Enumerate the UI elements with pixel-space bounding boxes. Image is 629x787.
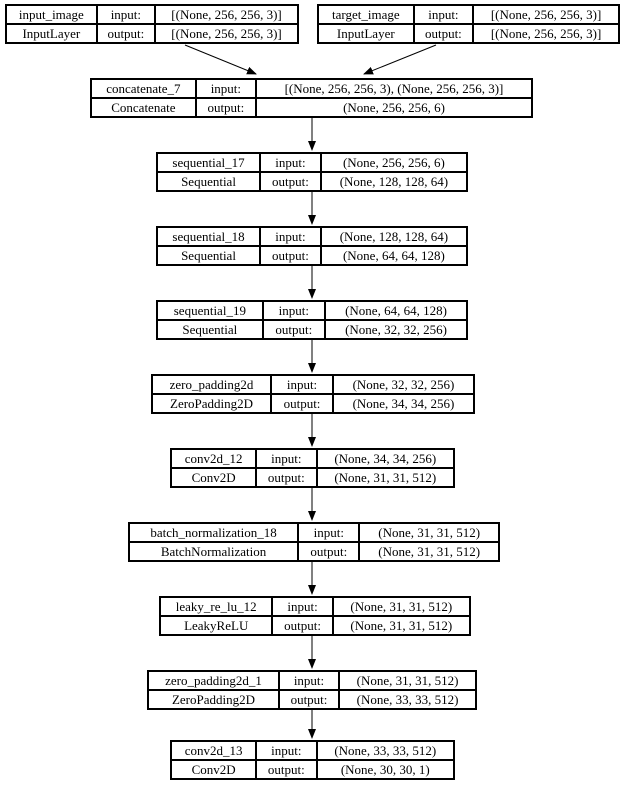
input-shape: (None, 256, 256, 6)	[320, 153, 467, 172]
layer-type: InputLayer	[6, 24, 97, 43]
input-shape: (None, 33, 33, 512)	[316, 741, 454, 760]
input-label: input:	[271, 375, 333, 394]
input-shape: (None, 34, 34, 256)	[316, 449, 454, 468]
output-shape: (None, 31, 31, 512)	[359, 542, 499, 561]
input-label: input:	[278, 671, 340, 690]
layer-type: InputLayer	[318, 24, 414, 43]
input-label: input:	[272, 597, 333, 616]
output-shape: (None, 32, 32, 256)	[325, 320, 467, 339]
layer-name: target_image	[318, 5, 414, 24]
edge-target-image-to-concatenate-7	[363, 44, 437, 75]
output-shape: (None, 31, 31, 512)	[316, 468, 454, 487]
layer-type: Sequential	[157, 320, 263, 339]
input-shape: (None, 31, 31, 512)	[339, 671, 476, 690]
output-label: output:	[260, 246, 321, 265]
layer-name: zero_padding2d_1	[148, 671, 279, 690]
output-shape: (None, 128, 128, 64)	[320, 172, 467, 191]
output-shape: (None, 34, 34, 256)	[332, 394, 474, 413]
layer-name: sequential_18	[157, 227, 261, 246]
input-shape: (None, 64, 64, 128)	[325, 301, 467, 320]
output-shape: (None, 31, 31, 512)	[332, 616, 470, 635]
input-label: input:	[260, 153, 321, 172]
layer-name: leaky_re_lu_12	[160, 597, 273, 616]
input-label: input:	[260, 227, 321, 246]
input-shape: [(None, 256, 256, 3)]	[473, 5, 619, 24]
layer-type: Sequential	[157, 246, 261, 265]
output-shape: (None, 33, 33, 512)	[339, 690, 476, 709]
input-shape: (None, 128, 128, 64)	[320, 227, 467, 246]
layer-type: LeakyReLU	[160, 616, 273, 635]
layer-name: batch_normalization_18	[129, 523, 299, 542]
layer-name: concatenate_7	[91, 79, 196, 98]
output-label: output:	[272, 616, 333, 635]
input-label: input:	[256, 741, 317, 760]
input-label: input:	[413, 5, 474, 24]
layer-type: Concatenate	[91, 98, 196, 117]
input-label: input:	[195, 79, 256, 98]
input-shape: [(None, 256, 256, 3), (None, 256, 256, 3…	[256, 79, 532, 98]
input-label: input:	[298, 523, 360, 542]
input-shape: [(None, 256, 256, 3)]	[155, 5, 298, 24]
layer-name: sequential_17	[157, 153, 261, 172]
input-label: input:	[256, 449, 317, 468]
layer-type: BatchNormalization	[129, 542, 299, 561]
output-label: output:	[271, 394, 333, 413]
output-shape: (None, 256, 256, 6)	[256, 98, 532, 117]
output-label: output:	[262, 320, 325, 339]
output-label: output:	[260, 172, 321, 191]
output-label: output:	[256, 468, 317, 487]
input-shape: (None, 31, 31, 512)	[332, 597, 470, 616]
output-label: output:	[195, 98, 256, 117]
layer-name: conv2d_12	[171, 449, 257, 468]
layer-type: ZeroPadding2D	[152, 394, 272, 413]
output-label: output:	[413, 24, 474, 43]
layer-name: input_image	[6, 5, 97, 24]
layer-type: ZeroPadding2D	[148, 690, 279, 709]
layer-name: zero_padding2d	[152, 375, 272, 394]
output-label: output:	[256, 760, 317, 779]
layer-name: sequential_19	[157, 301, 263, 320]
output-label: output:	[96, 24, 156, 43]
edge-input-image-to-concatenate-7	[184, 44, 257, 75]
input-label: input:	[262, 301, 325, 320]
input-shape: (None, 31, 31, 512)	[359, 523, 499, 542]
output-label: output:	[278, 690, 340, 709]
input-label: input:	[96, 5, 156, 24]
input-shape: (None, 32, 32, 256)	[332, 375, 474, 394]
output-label: output:	[298, 542, 360, 561]
layer-type: Conv2D	[171, 760, 257, 779]
layer-type: Conv2D	[171, 468, 257, 487]
output-shape: [(None, 256, 256, 3)]	[473, 24, 619, 43]
output-shape: (None, 30, 30, 1)	[316, 760, 454, 779]
output-shape: [(None, 256, 256, 3)]	[155, 24, 298, 43]
layer-name: conv2d_13	[171, 741, 257, 760]
layer-type: Sequential	[157, 172, 261, 191]
output-shape: (None, 64, 64, 128)	[320, 246, 467, 265]
